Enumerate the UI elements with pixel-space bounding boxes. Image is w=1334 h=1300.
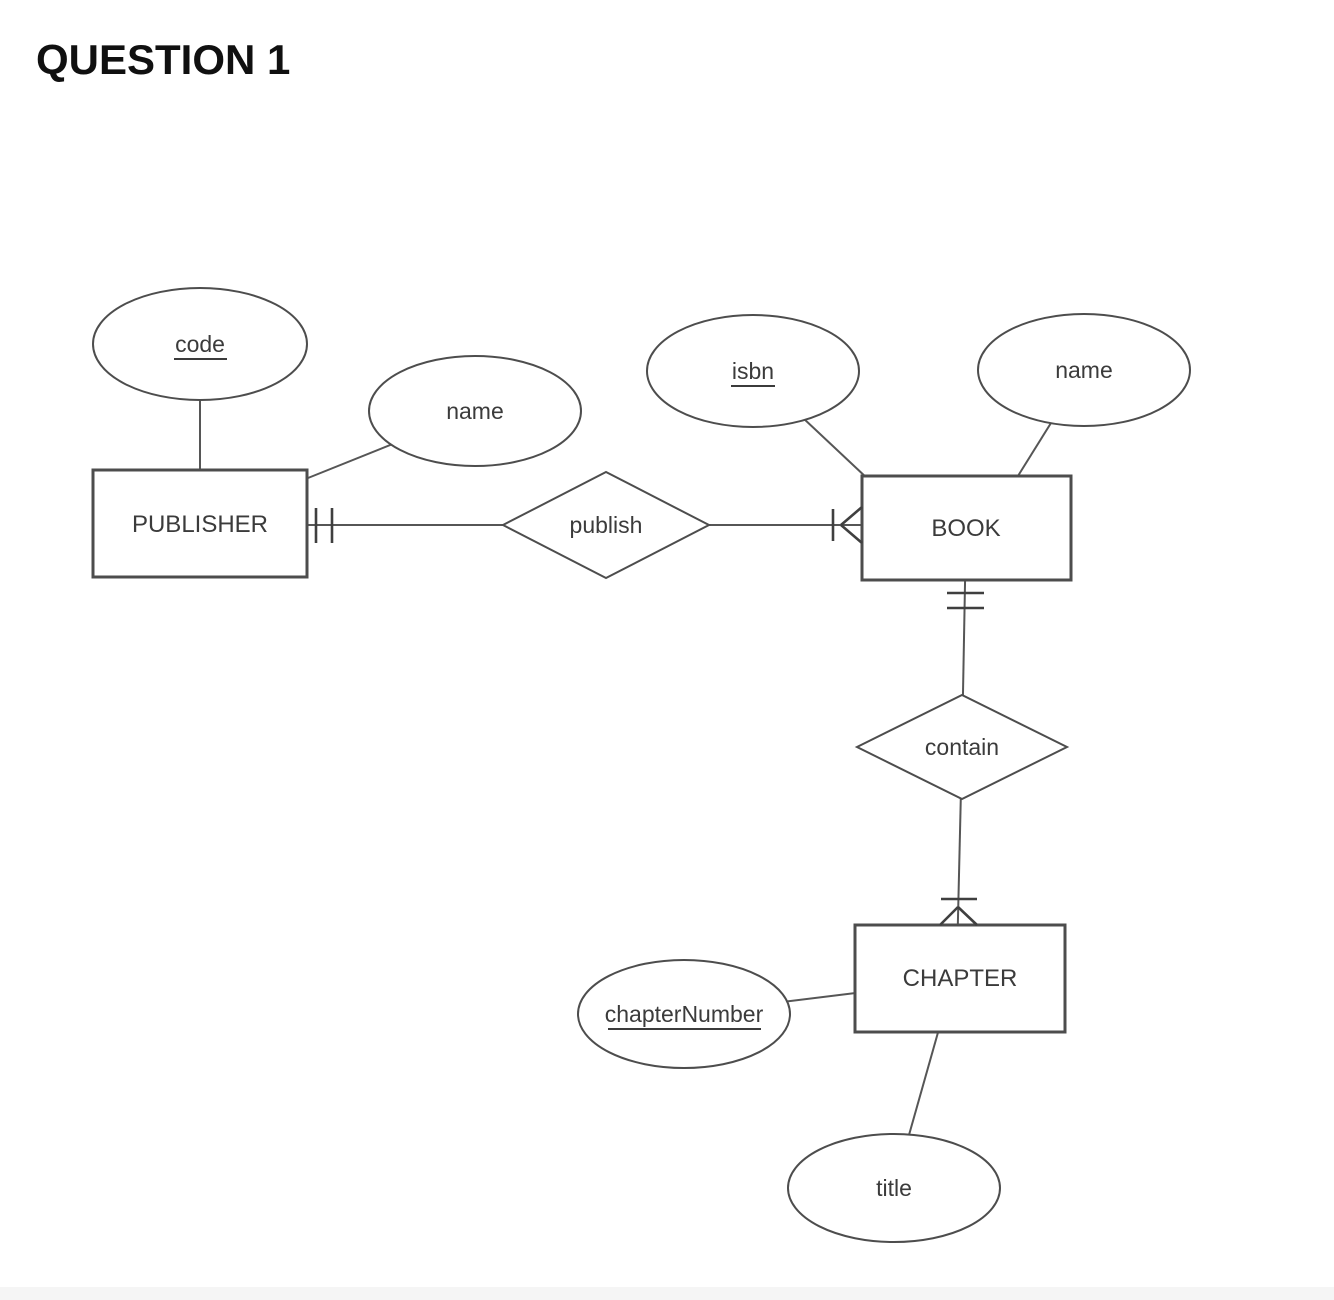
entity-rect-chapter — [853, 923, 1067, 1034]
cardinality-one-and-only-one-book — [947, 591, 984, 610]
relationship-label-publish: publish — [570, 512, 643, 538]
attribute-label-book-name: name — [1055, 357, 1113, 383]
attribute-label-chapternumber: chapterNumber — [605, 1001, 764, 1027]
attribute-label-isbn: isbn — [732, 358, 774, 384]
crows-foot-icon — [840, 524, 863, 544]
crows-foot-icon — [840, 506, 863, 526]
attribute-ellipse-book-name — [977, 313, 1191, 427]
diagram-shapes — [91, 287, 1191, 1243]
cardinality-one-and-only-one-publisher — [314, 508, 334, 543]
entity-label-book: BOOK — [931, 515, 1000, 542]
attribute-label-title: title — [876, 1175, 912, 1201]
attribute-label-publisher-name: name — [446, 398, 504, 424]
bottom-strip — [0, 1287, 1334, 1300]
crows-foot-icon — [957, 906, 978, 926]
page-title: QUESTION 1 — [36, 36, 291, 83]
entity-label-publisher: PUBLISHER — [132, 511, 268, 538]
crows-foot-icon — [939, 906, 959, 926]
attribute-label-code: code — [175, 331, 225, 357]
cardinality-one-or-many-book — [831, 506, 863, 544]
attribute-ellipse-isbn — [646, 314, 860, 428]
attribute-ellipse-chapternumber — [577, 959, 791, 1069]
attribute-ellipse-title — [787, 1133, 1001, 1243]
entity-rect-book — [860, 474, 1073, 582]
attribute-ellipse-publisher-name — [368, 355, 582, 467]
relationship-diamond-publish — [500, 470, 712, 580]
relationship-diamond-contain — [854, 693, 1070, 801]
entity-rect-publisher — [91, 468, 309, 579]
relationship-label-contain: contain — [925, 734, 999, 760]
cardinality-marks — [314, 506, 984, 926]
attribute-ellipse-code — [92, 287, 308, 401]
diagram-labels: PUBLISHER BOOK CHAPTER publish contain c… — [132, 331, 1113, 1201]
entity-label-chapter: CHAPTER — [903, 965, 1018, 992]
cardinality-one-or-many-chapter — [939, 897, 978, 926]
